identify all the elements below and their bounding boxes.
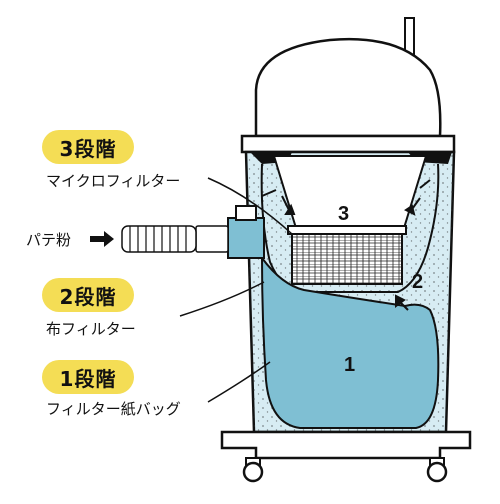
leader-micro [207, 177, 293, 235]
leader-cloth [179, 281, 265, 317]
number-paper-bag: 1 [344, 354, 356, 376]
paper-bag [260, 254, 440, 429]
label-paper-bag: フィルター紙バッグ [46, 400, 181, 418]
label-cloth-filter: 布フィルター [46, 320, 136, 338]
inner-cone [272, 155, 428, 229]
label-input: パテ粉 [26, 231, 72, 249]
motor-head-rim [240, 134, 456, 154]
badge-stage-2: 2段階 [42, 278, 134, 312]
label-micro-filter: マイクロフィルター [46, 172, 181, 190]
caster-left [242, 457, 264, 483]
number-cloth-filter: 2 [412, 271, 424, 293]
base [220, 430, 472, 460]
caster-right [426, 457, 448, 483]
airflow-arrows [261, 179, 431, 311]
number-micro-filter: 3 [338, 203, 350, 225]
micro-filter [291, 229, 403, 285]
motor-head [254, 37, 442, 138]
intake-port [227, 217, 265, 259]
leader-bag [207, 361, 271, 403]
badge-stage-3: 3段階 [42, 130, 134, 164]
badge-stage-1: 1段階 [42, 360, 134, 394]
input-arrow [90, 231, 114, 247]
